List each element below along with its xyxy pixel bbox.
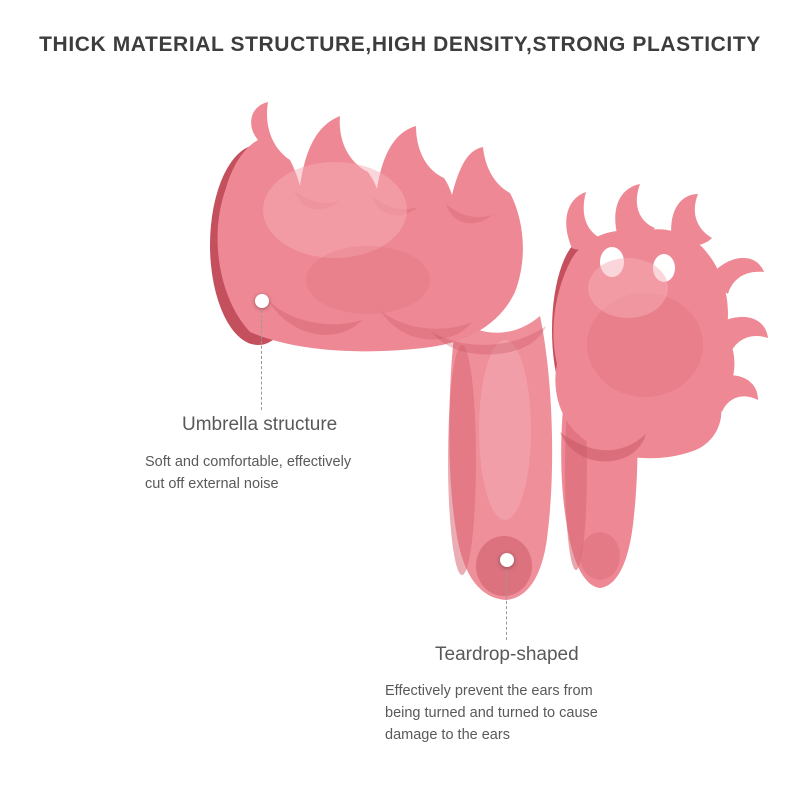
- callout-line-umbrella: [261, 310, 262, 410]
- right-earplug-fin: [722, 316, 768, 354]
- right-head-shade: [587, 293, 703, 397]
- callout-dot-umbrella: [255, 294, 269, 308]
- callout-desc-umbrella: Soft and comfortable, effectively cut of…: [145, 452, 351, 496]
- right-earplug-fin: [671, 194, 712, 246]
- right-head-stem-junction-shade: [560, 432, 646, 462]
- page-title: THICK MATERIAL STRUCTURE,HIGH DENSITY,ST…: [39, 33, 761, 56]
- callout-desc-line: cut off external noise: [145, 475, 279, 492]
- right-earplug-fin: [566, 192, 600, 250]
- callout-dot-teardrop: [500, 553, 514, 567]
- callout-label-umbrella: Umbrella structure: [182, 414, 338, 435]
- right-stem-tip-shade: [580, 532, 620, 580]
- callout-label-teardrop: Teardrop-shaped: [435, 644, 579, 665]
- left-head-highlight: [263, 162, 407, 258]
- callout-desc-line: Soft and comfortable, effectively: [145, 454, 352, 470]
- callout-desc-line: damage to the ears: [385, 726, 510, 743]
- callout-desc-teardrop: Effectively prevent the ears from being …: [385, 681, 598, 746]
- left-stem-highlight: [479, 340, 531, 520]
- callout-desc-line: being turned and turned to cause: [385, 704, 598, 721]
- left-stem-edge-shade: [448, 345, 476, 575]
- left-head-shade: [306, 246, 430, 314]
- left-head-stem-junction-shade: [432, 326, 546, 355]
- callout-line-teardrop: [506, 570, 507, 640]
- right-head-highlight: [588, 258, 668, 318]
- left-fin-inner-shade: [446, 204, 492, 224]
- umbrella-layer-wave: [380, 310, 472, 340]
- callout-desc-line: Effectively prevent the ears from: [385, 683, 593, 699]
- right-earplug-fin: [716, 257, 764, 294]
- right-earplug-fin: [615, 184, 655, 241]
- umbrella-layer-wave: [268, 300, 362, 335]
